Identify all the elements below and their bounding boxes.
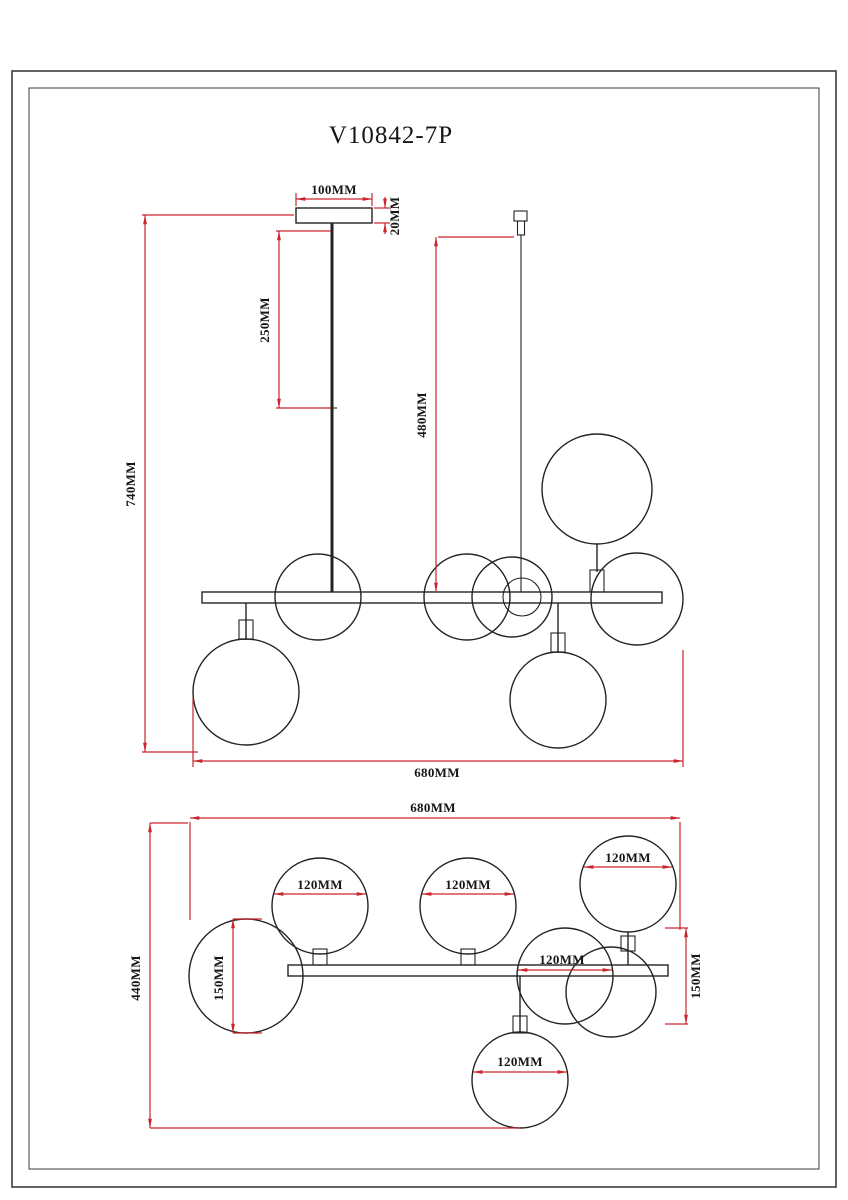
globe-on-bar-left: [274, 553, 362, 641]
horizontal-bar-top: [287, 964, 669, 977]
dim-overall-depth-label: 440MM: [128, 955, 143, 1001]
side-view: 100MM 20MM 250MM 740MM 480MM: [123, 182, 684, 780]
dim-top-overall-width: 680MM: [189, 800, 681, 930]
dim-rod-length: 250MM: [257, 230, 331, 409]
dim-side-overall-width-label: 680MM: [414, 765, 460, 780]
dim-canopy-width: 100MM: [295, 182, 373, 206]
globe-bottom-right: [509, 651, 607, 749]
globe-top: [541, 433, 653, 545]
cable-fitting-neck: [516, 220, 526, 236]
dim-globe-large-left: 150MM: [211, 918, 262, 1034]
cable-connector: [502, 577, 542, 617]
dim-globe-middle: 120MM: [518, 952, 612, 972]
top-right-globe-fitting: [620, 935, 636, 952]
dim-globe-top-left-label: 120MM: [297, 877, 343, 892]
globe-large-left: [188, 918, 304, 1034]
globe-large-right: [565, 946, 657, 1038]
dim-globe-top-left: 120MM: [274, 877, 366, 896]
dim-globe-large-left-label: 150MM: [211, 955, 226, 1001]
model-number: V10842-7P: [329, 122, 453, 149]
dim-side-overall-width: 680MM: [192, 650, 684, 780]
dim-globe-top-right: 120MM: [584, 850, 672, 869]
dim-globe-bottom: 120MM: [473, 1054, 567, 1074]
globe-middle: [516, 927, 614, 1025]
top-view: 680MM 440MM 150MM 150MM 120MM: [128, 800, 703, 1129]
dim-globe-large-right-label: 150MM: [688, 953, 703, 999]
dim-total-height: 740MM: [123, 214, 294, 753]
globe-bottom: [471, 1031, 569, 1129]
dim-canopy-width-label: 100MM: [311, 182, 357, 197]
ceiling-canopy: [295, 207, 373, 224]
dim-top-overall-width-label: 680MM: [410, 800, 456, 815]
dim-canopy-height: 20MM: [374, 197, 402, 236]
dim-globe-top-center-label: 120MM: [445, 877, 491, 892]
horizontal-bar-side: [201, 591, 663, 604]
dim-overall-depth: 440MM: [128, 822, 520, 1129]
globe-on-bar-center: [423, 553, 511, 641]
globe-on-bar-right: [590, 552, 684, 646]
sheet-outer-border: [11, 70, 837, 1188]
dim-cable-drop: 480MM: [414, 236, 514, 592]
dim-rod-length-label: 250MM: [257, 297, 272, 343]
top-globe-fitting: [589, 569, 605, 593]
top-left-globe-fitting: [312, 948, 328, 966]
dim-cable-drop-label: 480MM: [414, 392, 429, 438]
sheet-inner-border: [28, 87, 820, 1170]
dim-canopy-height-label: 20MM: [387, 197, 402, 236]
globe-on-bar-overlap: [471, 556, 553, 638]
cable-fitting-top: [513, 210, 528, 222]
globe-top-center: [419, 857, 517, 955]
globe-top-left: [271, 857, 369, 955]
dim-globe-top-center: 120MM: [422, 877, 514, 896]
dim-globe-large-right: 150MM: [665, 927, 703, 1025]
bottom-globe-fitting: [512, 1015, 528, 1034]
top-center-globe-fitting: [460, 948, 476, 966]
globe-top-right: [579, 835, 677, 933]
dim-total-height-label: 740MM: [123, 461, 138, 507]
dim-globe-top-right-label: 120MM: [605, 850, 651, 865]
dim-globe-bottom-label: 120MM: [497, 1054, 543, 1069]
dim-globe-middle-label: 120MM: [539, 952, 585, 967]
globe-bottom-left: [192, 638, 300, 746]
